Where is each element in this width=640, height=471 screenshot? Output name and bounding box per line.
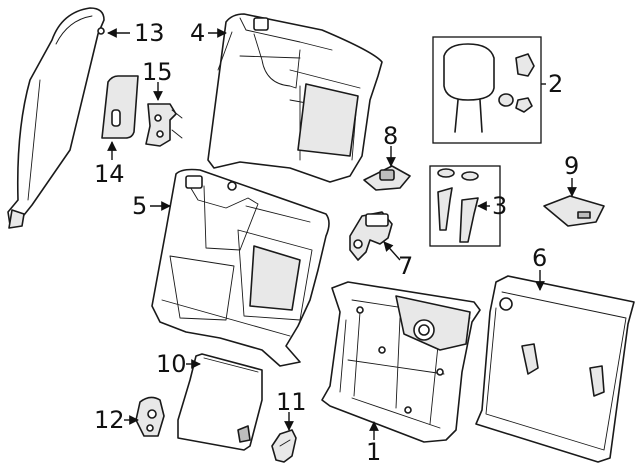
leader-7 bbox=[383, 241, 401, 261]
seat-back-lower-5 bbox=[151, 168, 330, 367]
callout-14: 14 bbox=[94, 160, 125, 188]
seat-back-frame-1 bbox=[321, 281, 481, 443]
trim-panel-10 bbox=[177, 353, 263, 451]
release-handle-8 bbox=[363, 165, 411, 191]
headrest-2 bbox=[443, 43, 535, 133]
headrest-group-box bbox=[432, 36, 542, 144]
callout-13: 13 bbox=[134, 19, 165, 47]
seat-back-upper-4 bbox=[207, 13, 383, 183]
callout-3: 3 bbox=[492, 192, 508, 220]
callout-11: 11 bbox=[276, 388, 307, 416]
callout-5: 5 bbox=[132, 192, 148, 220]
callout-9: 9 bbox=[564, 152, 580, 180]
callout-1: 1 bbox=[366, 438, 382, 466]
back-panel-6 bbox=[475, 275, 635, 463]
callout-12: 12 bbox=[94, 406, 125, 434]
callout-4: 4 bbox=[190, 19, 206, 47]
callout-10: 10 bbox=[156, 350, 187, 378]
callout-8: 8 bbox=[383, 122, 399, 150]
latch-7 bbox=[349, 211, 393, 261]
bracket-15 bbox=[145, 103, 183, 147]
side-bolster-13 bbox=[7, 7, 105, 229]
callout-2: 2 bbox=[548, 70, 564, 98]
cap-9 bbox=[543, 195, 605, 227]
trim-cover-14 bbox=[101, 75, 139, 139]
callout-7: 7 bbox=[398, 252, 414, 280]
hinge-cover-12 bbox=[135, 396, 165, 437]
guide-group-box bbox=[429, 165, 501, 247]
headrest-guides-3 bbox=[437, 168, 479, 243]
callout-15: 15 bbox=[142, 58, 173, 86]
callout-6: 6 bbox=[532, 244, 548, 272]
clip-11 bbox=[271, 429, 297, 463]
